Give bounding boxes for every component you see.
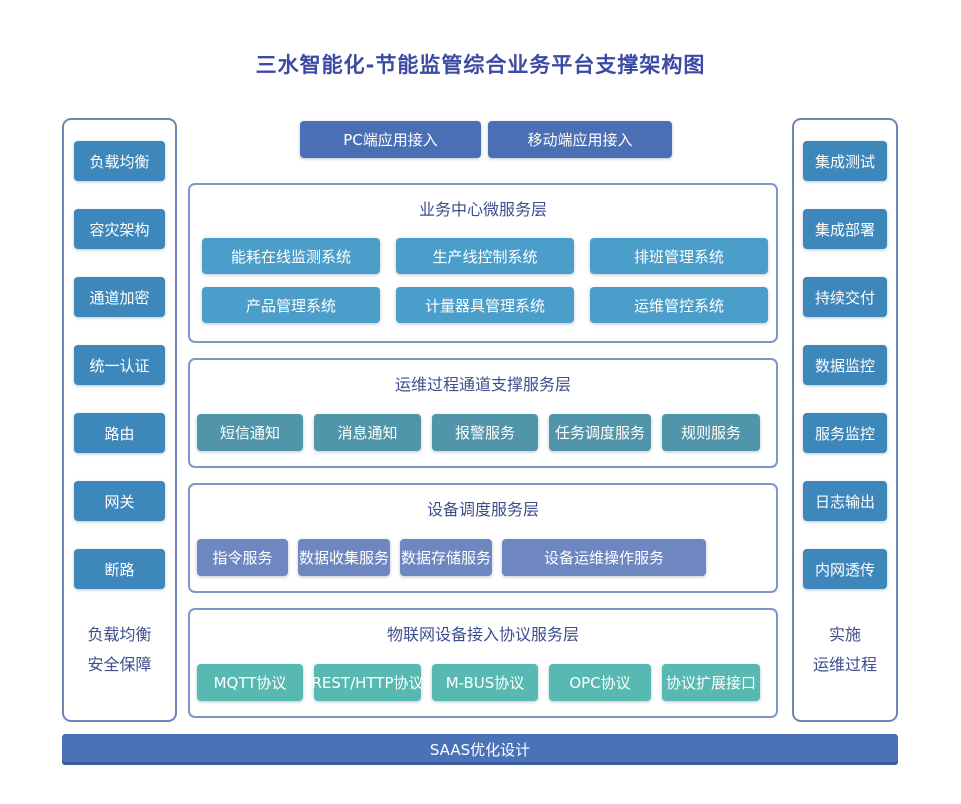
right-panel: 集成测试 集成部署 持续交付 数据监控 服务监控 日志输出 内网透传 实施 运维… xyxy=(792,118,898,722)
saas-optimization-bar: SAAS优化设计 xyxy=(62,734,898,765)
box-task-scheduling-service: 任务调度服务 xyxy=(549,414,651,451)
left-panel: 负载均衡 容灾架构 通道加密 统一认证 路由 网关 断路 负载均衡 安全保障 xyxy=(62,118,177,722)
layer-business-microservices: 业务中心微服务层 能耗在线监测系统 生产线控制系统 排班管理系统 产品管理系统 … xyxy=(188,183,778,343)
layer-boxes: MQTT协议 REST/HTTP协议 M-BUS协议 OPC协议 协议扩展接口 xyxy=(197,664,776,701)
box-rule-service: 规则服务 xyxy=(662,414,760,451)
right-panel-item-intranet-passthrough: 内网透传 xyxy=(803,549,887,589)
right-panel-item-continuous-delivery: 持续交付 xyxy=(803,277,887,317)
left-panel-item-unified-auth: 统一认证 xyxy=(74,345,165,385)
layer-boxes: 指令服务 数据收集服务 数据存储服务 设备运维操作服务 xyxy=(197,539,776,576)
diagram-title: 三水智能化-节能监管综合业务平台支撑架构图 xyxy=(255,53,706,77)
right-panel-item-integration-deploy: 集成部署 xyxy=(803,209,887,249)
right-panel-caption-line1: 实施 xyxy=(828,625,861,644)
box-sms-notification: 短信通知 xyxy=(197,414,303,451)
left-panel-caption: 负载均衡 安全保障 xyxy=(87,620,151,680)
left-panel-item-load-balance: 负载均衡 xyxy=(74,141,165,181)
left-panel-caption-line2: 安全保障 xyxy=(87,655,152,674)
layer-iot-protocol-access: 物联网设备接入协议服务层 MQTT协议 REST/HTTP协议 M-BUS协议 … xyxy=(188,608,778,718)
box-device-ops-operation-service: 设备运维操作服务 xyxy=(502,539,706,576)
left-panel-item-channel-encryption: 通道加密 xyxy=(74,277,165,317)
layer-title: 物联网设备接入协议服务层 xyxy=(386,625,579,644)
box-protocol-extension-interface: 协议扩展接口 xyxy=(662,664,760,701)
layer-device-scheduling: 设备调度服务层 指令服务 数据收集服务 数据存储服务 设备运维操作服务 xyxy=(188,483,778,593)
right-panel-caption: 实施 运维过程 xyxy=(813,620,877,680)
box-data-collection-service: 数据收集服务 xyxy=(298,539,390,576)
left-panel-item-disaster-recovery: 容灾架构 xyxy=(74,209,165,249)
box-data-storage-service: 数据存储服务 xyxy=(400,539,492,576)
box-alarm-service: 报警服务 xyxy=(432,414,538,451)
pc-access-box: PC端应用接入 xyxy=(300,121,481,158)
layer-title: 设备调度服务层 xyxy=(426,500,539,519)
layer-title: 运维过程通道支撑服务层 xyxy=(394,375,571,394)
layer-ops-channel-support: 运维过程通道支撑服务层 短信通知 消息通知 报警服务 任务调度服务 规则服务 xyxy=(188,358,778,468)
box-message-notification: 消息通知 xyxy=(314,414,421,451)
app-access-row: PC端应用接入 移动端应用接入 xyxy=(300,121,672,158)
right-panel-item-data-monitor: 数据监控 xyxy=(803,345,887,385)
box-production-line-control-system: 生产线控制系统 xyxy=(396,238,574,274)
box-product-management-system: 产品管理系统 xyxy=(202,287,380,323)
left-panel-item-circuit-break: 断路 xyxy=(74,549,165,589)
box-command-service: 指令服务 xyxy=(197,539,288,576)
box-shift-management-system: 排班管理系统 xyxy=(590,238,768,274)
box-mqtt-protocol: MQTT协议 xyxy=(197,664,303,701)
layer-boxes: 短信通知 消息通知 报警服务 任务调度服务 规则服务 xyxy=(197,414,776,451)
right-panel-item-log-output: 日志输出 xyxy=(803,481,887,521)
box-rest-http-protocol: REST/HTTP协议 xyxy=(311,664,424,701)
layer-boxes: 能耗在线监测系统 生产线控制系统 排班管理系统 产品管理系统 计量器具管理系统 … xyxy=(202,238,768,323)
left-panel-caption-line1: 负载均衡 xyxy=(87,625,152,644)
layer-title: 业务中心微服务层 xyxy=(418,200,547,219)
left-panel-item-routing: 路由 xyxy=(74,413,165,453)
right-panel-item-service-monitor: 服务监控 xyxy=(803,413,887,453)
box-mbus-protocol: M-BUS协议 xyxy=(432,664,538,701)
box-metering-instrument-management-system: 计量器具管理系统 xyxy=(396,287,574,323)
mobile-access-box: 移动端应用接入 xyxy=(488,121,672,158)
box-energy-monitoring-system: 能耗在线监测系统 xyxy=(202,238,380,274)
right-panel-caption-line2: 运维过程 xyxy=(812,655,877,674)
left-panel-item-gateway: 网关 xyxy=(74,481,165,521)
right-panel-item-integration-test: 集成测试 xyxy=(803,141,887,181)
box-ops-control-system: 运维管控系统 xyxy=(590,287,768,323)
box-opc-protocol: OPC协议 xyxy=(549,664,651,701)
